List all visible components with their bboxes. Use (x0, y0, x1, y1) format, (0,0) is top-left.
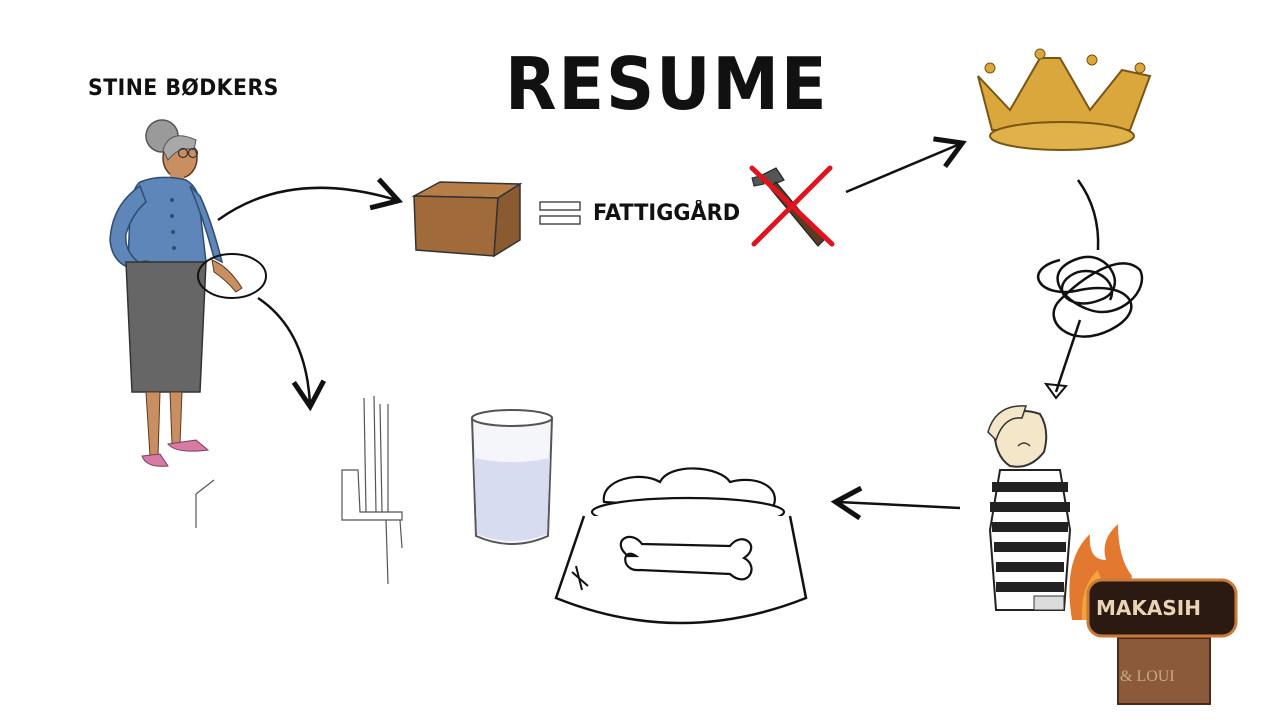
watermark-badge (1069, 524, 1238, 705)
arrow-to-crown (845, 136, 967, 194)
water-glass-icon (470, 409, 554, 545)
hammer-crossed-out (749, 165, 835, 247)
prisoner-figure (987, 405, 1072, 611)
arrow-to-box (217, 177, 404, 222)
sign-text: & LOUI (1120, 668, 1175, 685)
woman-figure (109, 119, 267, 467)
arrow-to-factory (257, 296, 326, 412)
arrow-to-bowl (830, 485, 961, 521)
crown-icon (977, 48, 1152, 151)
scribble-tangle (1037, 179, 1144, 400)
equals-sign (539, 201, 581, 225)
character-name-label: STINE BØDKERS (88, 76, 279, 101)
cardboard-box (411, 181, 523, 258)
watermark-text: MAKASIH (1096, 596, 1201, 620)
page-title: RESUME (505, 42, 829, 126)
fattiggard-label: FATTIGGÅRD (593, 201, 741, 226)
factory-sketch (195, 395, 403, 585)
dog-bowl-icon (554, 467, 808, 625)
